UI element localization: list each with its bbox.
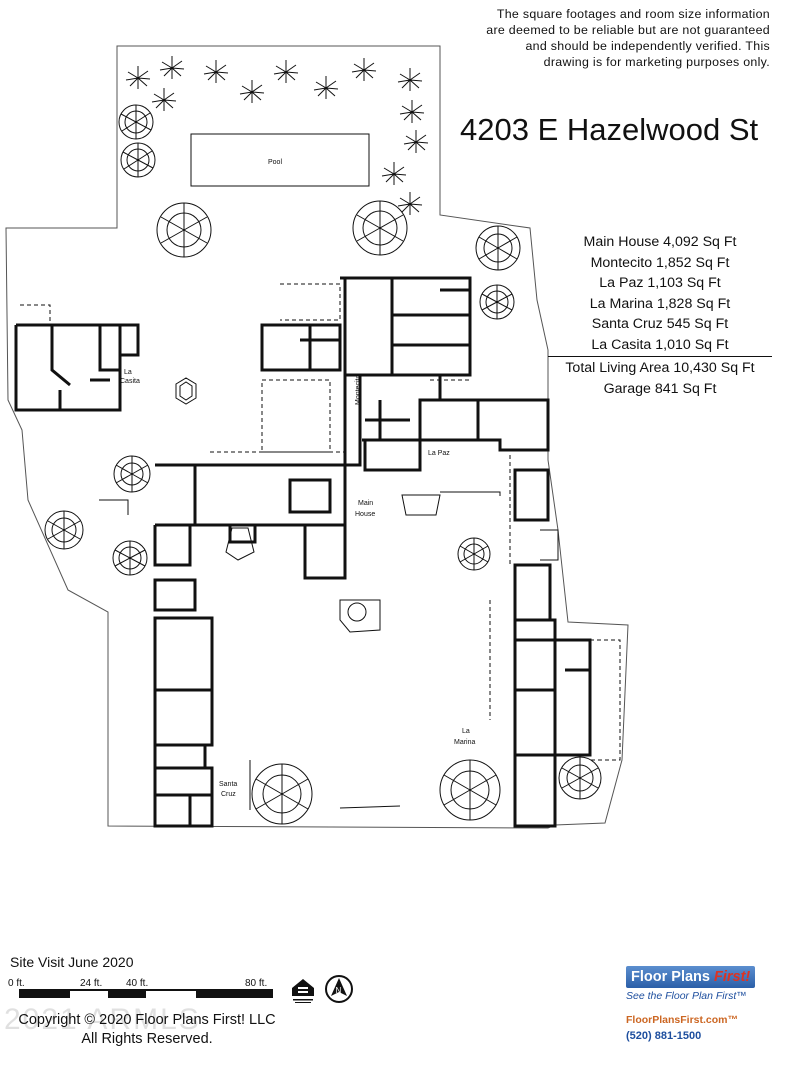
scale-label-0: 0 ft. bbox=[8, 978, 25, 989]
disclaimer-line: are deemed to be reliable but are not gu… bbox=[486, 23, 770, 37]
logo-phone: (520) 881-1500 bbox=[626, 1030, 702, 1042]
sqft-divider bbox=[548, 356, 772, 357]
main-house-label-2: House bbox=[355, 511, 375, 518]
equal-housing-icon bbox=[292, 979, 314, 1003]
disclaimer-line: and should be independently verified. Th… bbox=[525, 39, 770, 53]
sqft-la-casita: La Casita 1,010 Sq Ft bbox=[591, 336, 729, 353]
sqft-la-paz: La Paz 1,103 Sq Ft bbox=[599, 275, 721, 291]
logo-brand: Floor Plans First! bbox=[626, 966, 756, 988]
sqft-la-marina: La Marina 1,828 Sq Ft bbox=[589, 295, 731, 312]
logo-brand-text: Floor Plans bbox=[631, 969, 714, 985]
montecito-label: Montecito bbox=[355, 375, 362, 405]
scale-bar bbox=[19, 989, 273, 998]
watermark: 2021 ARMLS bbox=[4, 1003, 201, 1036]
scale-label-24: 24 ft. bbox=[80, 978, 103, 989]
svg-text:N: N bbox=[336, 986, 342, 995]
round-trees bbox=[44, 104, 602, 825]
building-walls bbox=[14, 276, 592, 828]
scale-segment bbox=[145, 990, 197, 998]
property-address: 4203 E Hazelwood St bbox=[460, 112, 759, 147]
scale-segment bbox=[20, 990, 71, 997]
pool-label: Pool bbox=[268, 159, 282, 166]
plan-fixtures bbox=[99, 377, 559, 810]
north-arrow-icon: N bbox=[325, 975, 353, 1003]
sqft-garage: Garage 841 Sq Ft bbox=[603, 380, 717, 397]
logo-website: FloorPlansFirst.com™ bbox=[626, 1014, 739, 1026]
scale-segment bbox=[70, 990, 109, 998]
copyright-notice: Copyright © 2020 Floor Plans First! LLC … bbox=[12, 1011, 282, 1049]
floor-plans-first-logo: Floor Plans First! See the Floor Plan Fi… bbox=[626, 966, 766, 1042]
copyright-line-1: Copyright © 2020 Floor Plans First! LLC bbox=[18, 1012, 276, 1028]
la-casita-label-1: La bbox=[124, 369, 132, 376]
santa-cruz-label-1: Santa bbox=[219, 781, 237, 788]
scale-label-40: 40 ft. bbox=[126, 978, 149, 989]
disclaimer-text: The square footages and room size inform… bbox=[460, 6, 770, 70]
logo-brand-accent: First! bbox=[714, 969, 751, 985]
palm-trees bbox=[125, 56, 429, 215]
la-casita-label-2: Casita bbox=[120, 378, 140, 385]
sqft-santa-cruz: Santa Cruz 545 Sq Ft bbox=[591, 316, 729, 332]
pool: Pool bbox=[190, 133, 370, 187]
la-paz-label: La Paz bbox=[428, 450, 450, 457]
site-visit-date: Site Visit June 2020 bbox=[10, 954, 134, 970]
scale-segment bbox=[196, 990, 272, 997]
scale-label-80: 80 ft. bbox=[245, 978, 268, 989]
sqft-total: Total Living Area 10,430 Sq Ft bbox=[565, 360, 755, 376]
sqft-montecito: Montecito 1,852 Sq Ft bbox=[590, 254, 730, 271]
copyright-line-2: All Rights Reserved. bbox=[81, 1031, 213, 1047]
logo-tagline: See the Floor Plan First™ bbox=[626, 990, 747, 1002]
santa-cruz-label-2: Cruz bbox=[221, 791, 236, 798]
la-marina-label-1: La bbox=[462, 728, 470, 735]
main-house-label-1: Main bbox=[358, 500, 373, 507]
la-marina-label-2: Marina bbox=[454, 739, 476, 746]
room-labels: La Casita Montecito La Paz Main House Sa… bbox=[120, 369, 476, 798]
sqft-main-house: Main House 4,092 Sq Ft bbox=[583, 234, 737, 250]
disclaimer-line: drawing is for marketing purposes only. bbox=[543, 55, 770, 69]
square-footage-table: Main House 4,092 Sq Ft Montecito 1,852 S… bbox=[548, 232, 772, 399]
disclaimer-line: The square footages and room size inform… bbox=[496, 7, 770, 21]
scale-segment bbox=[108, 990, 146, 997]
covered-patios bbox=[20, 283, 621, 761]
